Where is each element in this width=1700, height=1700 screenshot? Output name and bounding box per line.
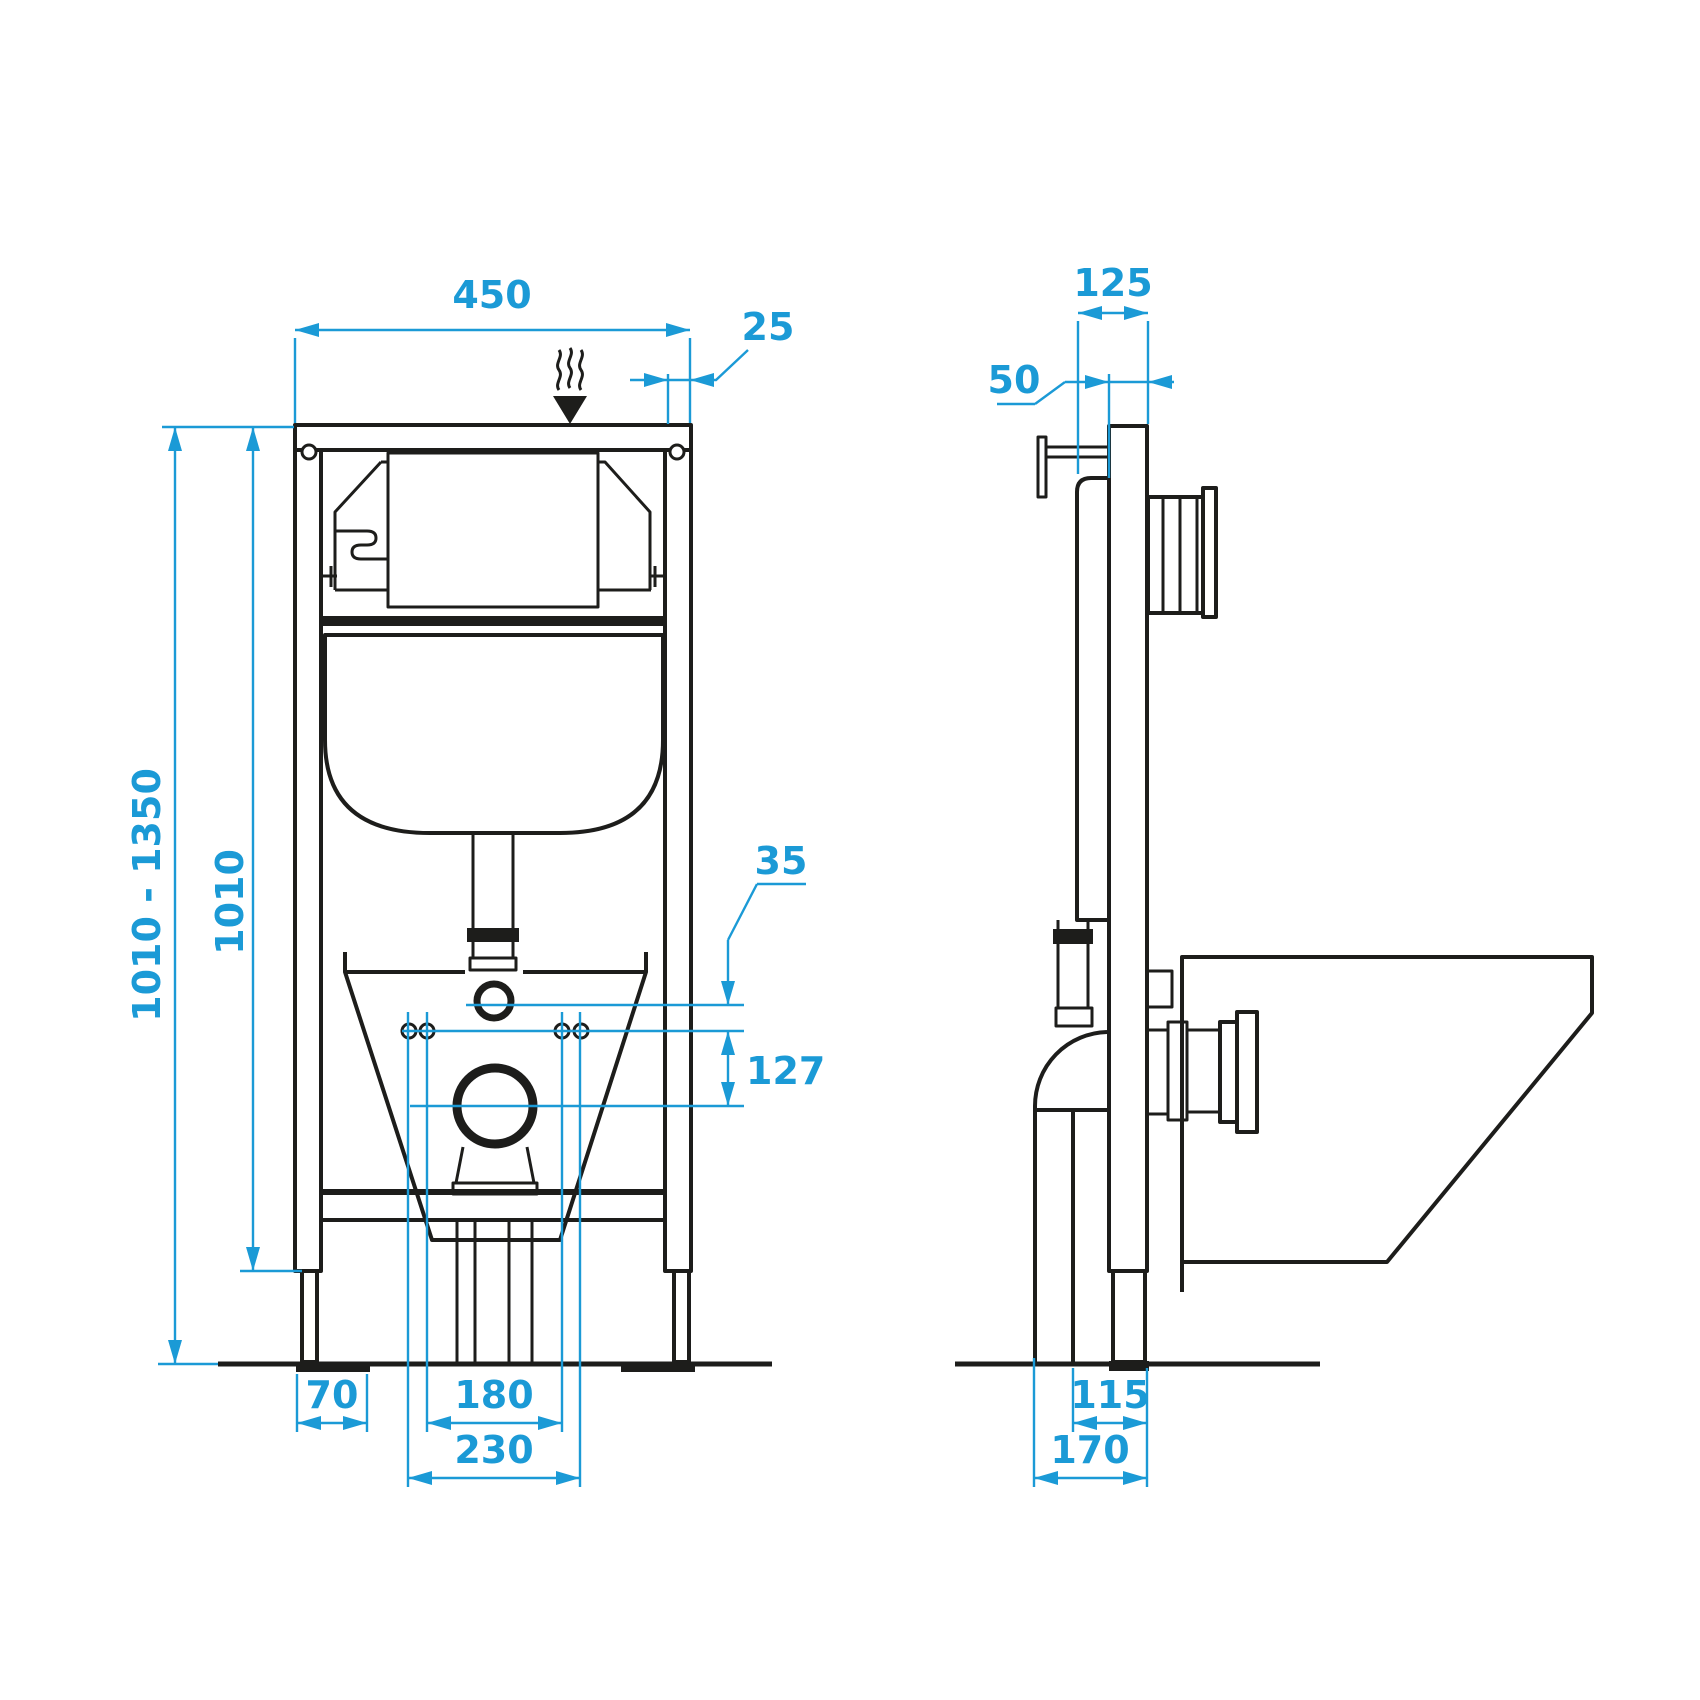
shaft-ribs [1161,497,1199,613]
left-post [293,448,323,1273]
dim-label-180: 180 [454,1373,533,1417]
foot-right [672,1269,691,1364]
dim-height-1010: 1010 [208,427,302,1273]
dim-label-35: 35 [755,839,808,883]
base-plate-right [621,1362,695,1372]
bottom-cross-rail [319,1189,667,1222]
flush-pipe [467,833,519,972]
pipe-coupling [467,928,519,942]
dim-bolt-extensions [406,1012,582,1487]
dim-width-450: 450 [293,273,692,423]
dim-label-115: 115 [1070,1373,1149,1417]
dim-profile-50: 50 [988,358,1174,478]
dim-label-170: 170 [1050,1428,1129,1472]
dim-bolts-230: 230 [408,1428,580,1485]
dim-label-125: 125 [1073,261,1152,305]
dim-depth-125: 125 [1073,261,1153,474]
dim-label-25: 25 [742,305,795,349]
mounting-plate [343,952,648,1242]
dim-label-70: 70 [306,1373,359,1417]
toilet-bowl-side [1180,955,1594,1292]
drain-connector [1145,1010,1259,1134]
side-view: 125 50 115 170 [955,261,1594,1487]
front-view: 450 25 1010 - 1350 1010 35 [125,273,825,1487]
rail-bolt-hole-right [668,443,686,461]
drain-funnel [451,1146,539,1196]
flush-stub [1145,969,1174,1009]
water-supply-pipe [1036,435,1109,499]
dim-drain-115: 115 [1070,1368,1150,1487]
rail-bolt-hole-left [300,443,318,461]
cistern-body [321,451,665,609]
dim-label-1010: 1010 [208,849,252,955]
odor-arrow-icon [553,347,587,424]
access-shaft [1146,486,1218,619]
shaft-cap [1201,486,1218,619]
dim-label-height-range: 1010 - 1350 [125,768,169,1022]
dim-height-range: 1010 - 1350 [125,425,294,1366]
dim-inlet-35: 35 [402,839,808,1033]
bracket-pins [321,566,665,587]
pipe-collar [468,956,518,972]
dim-label-127: 127 [746,1049,825,1093]
water-tank [323,633,665,835]
drain-pipe-front [455,1220,534,1362]
dim-overhang-25: 25 [630,305,794,424]
right-post [663,448,693,1273]
dim-label-450: 450 [452,273,531,317]
dim-label-50: 50 [988,358,1041,402]
access-panel [386,451,600,609]
base-plate-left [296,1362,370,1372]
dim-foot-70: 70 [295,1373,369,1432]
dim-drain-127: 127 [410,1031,825,1108]
mid-cross-rail [321,616,665,626]
foot-side [1111,1269,1147,1364]
dim-bolts-180: 180 [427,1373,562,1430]
flush-pipe-side [1053,920,1094,1028]
dim-floor-170: 170 [1032,1358,1147,1487]
foot-left [300,1269,319,1364]
cistern-clip [335,529,391,561]
drain-elbow [1033,1030,1108,1362]
cistern-side [1075,476,1111,922]
flush-inlet-connection [473,980,515,1022]
frame-profile-side [1107,424,1149,1273]
dim-label-230: 230 [454,1428,533,1472]
top-rail [293,423,693,452]
